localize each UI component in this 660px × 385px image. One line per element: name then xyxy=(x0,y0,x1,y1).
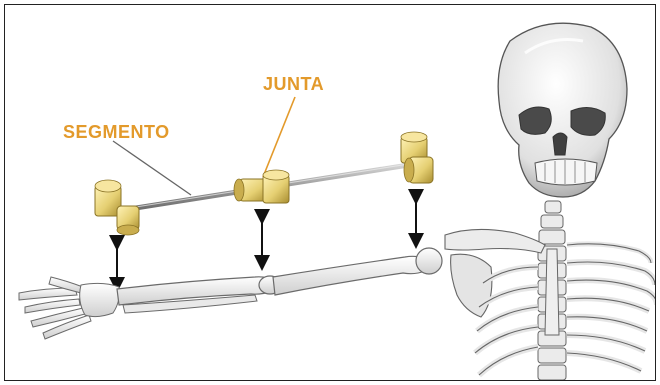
joint-middle-icon xyxy=(234,170,289,203)
joint-leader-line xyxy=(263,97,295,177)
segment-leader-line xyxy=(113,141,191,195)
arm-bones-icon xyxy=(19,248,442,339)
diagram-canvas xyxy=(5,5,655,380)
segment-label: SEGMENTO xyxy=(63,123,170,141)
joint-right-icon xyxy=(401,132,433,183)
diagram-frame: SEGMENTO JUNTA xyxy=(4,4,656,381)
skull-icon xyxy=(498,23,627,197)
joint-left-icon xyxy=(95,180,139,235)
joint-label: JUNTA xyxy=(263,75,324,93)
